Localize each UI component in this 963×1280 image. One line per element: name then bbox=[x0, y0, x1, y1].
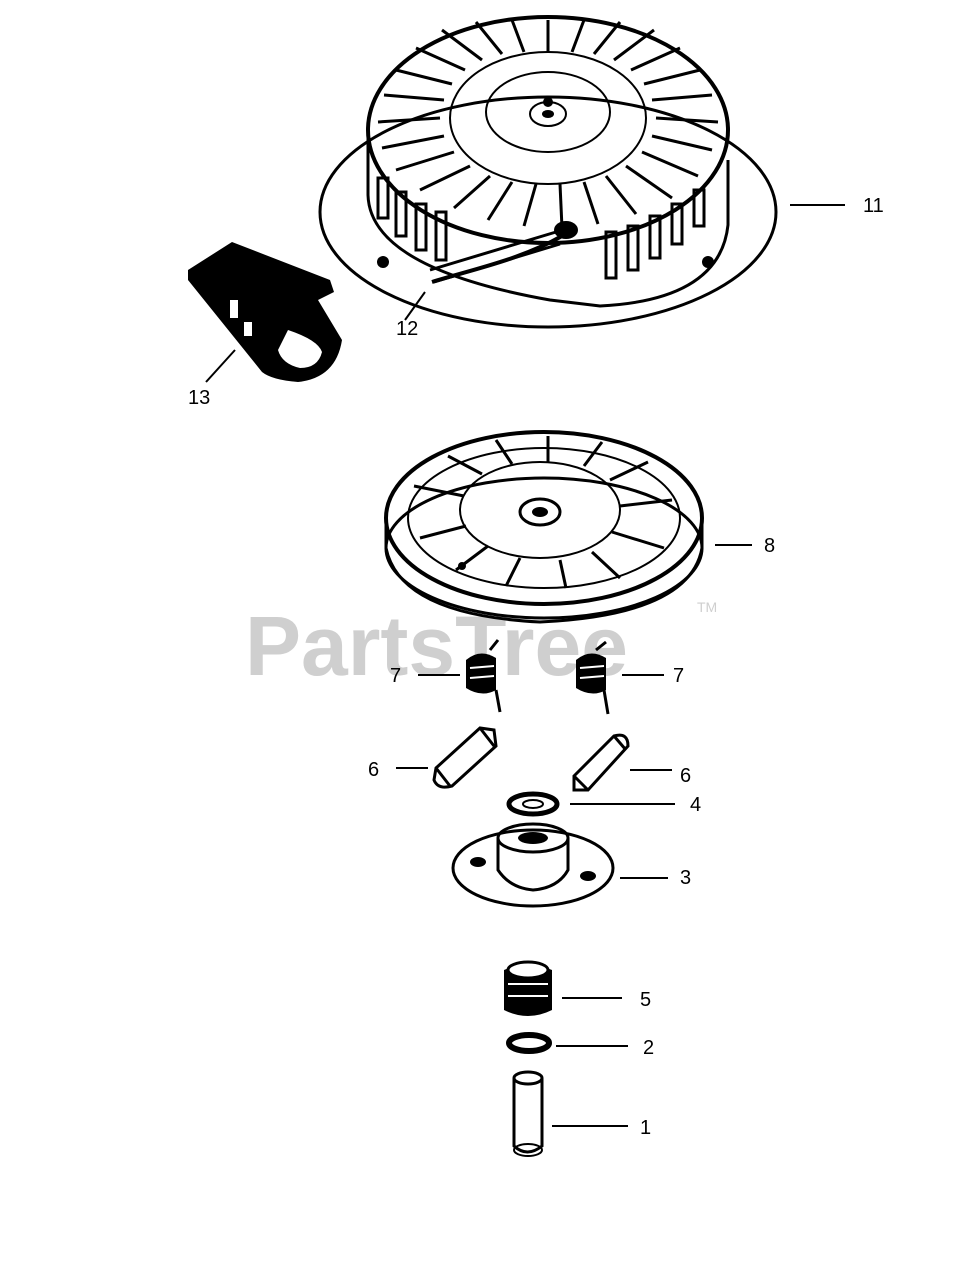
part-6-pawl-right bbox=[572, 733, 630, 792]
part-1-pin bbox=[512, 1070, 544, 1157]
callout-3: 3 bbox=[680, 867, 691, 889]
callout-13: 13 bbox=[188, 387, 210, 409]
part-5-spring bbox=[504, 960, 552, 1016]
part-4-washer bbox=[506, 791, 560, 817]
part-3-retainer bbox=[451, 822, 615, 908]
callout-6-left: 6 bbox=[368, 759, 379, 781]
part-7-spring-right bbox=[576, 640, 610, 715]
part-2-washer bbox=[506, 1032, 552, 1054]
part-13-handle bbox=[188, 242, 342, 382]
callout-7-right: 7 bbox=[673, 665, 684, 687]
callout-2: 2 bbox=[643, 1037, 654, 1059]
callout-12: 12 bbox=[396, 318, 418, 340]
part-8-pulley bbox=[384, 430, 704, 624]
callout-1: 1 bbox=[640, 1117, 651, 1139]
watermark-trademark: TM bbox=[697, 599, 717, 615]
part-12-rope bbox=[431, 234, 563, 284]
callout-4: 4 bbox=[690, 794, 701, 816]
part-6-pawl-left bbox=[432, 726, 498, 789]
leader-lines bbox=[205, 204, 845, 1127]
callout-11: 11 bbox=[863, 195, 884, 217]
part-11-starter-housing bbox=[318, 15, 778, 329]
callout-8: 8 bbox=[764, 535, 775, 557]
part-7-spring-left bbox=[466, 639, 502, 713]
watermark-text: PartsTree bbox=[245, 599, 628, 693]
callout-7-left: 7 bbox=[390, 665, 401, 687]
callout-6-right: 6 bbox=[680, 765, 691, 787]
callout-5: 5 bbox=[640, 989, 651, 1011]
